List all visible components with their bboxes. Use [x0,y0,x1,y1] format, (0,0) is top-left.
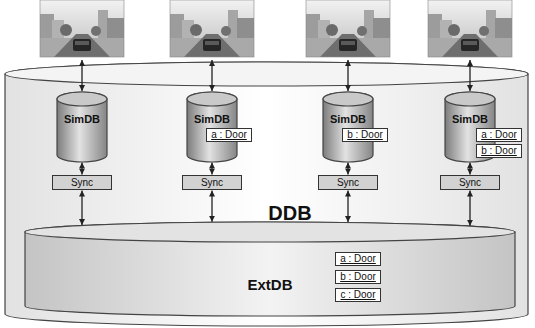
simdb-cylinder: SimDBa : Doorb : Door [445,92,495,162]
sync-connector [211,163,212,175]
sync-label: Sync [337,177,359,189]
cylinder-top [323,92,373,106]
simulator-screenshot [40,0,124,57]
object-label: a : Door [481,129,517,141]
object-label: a : Door [211,129,247,141]
cylinder-top [25,222,515,242]
object-label: b : Door [340,271,376,283]
object-box: a : Door [335,252,381,266]
sync-label: Sync [459,177,481,189]
object-label: b : Door [481,145,517,157]
simulator-screenshot [428,0,512,57]
sync-connector [469,191,470,226]
simdb-cylinder: SimDB [57,92,107,162]
sync-arrow [347,60,348,91]
simdb-cylinder-outline [187,92,237,162]
database-label: DDB [268,202,311,224]
label-holder: ExtDB [247,276,292,294]
sync-connector [347,191,348,223]
sync-connector [81,163,82,175]
object-label: a : Door [340,253,376,265]
object-box: a : Door [206,128,252,142]
simdb-cylinder-outline [323,92,373,162]
database-label: SimDB [194,113,230,125]
object-box: b : Door [342,128,388,142]
label-holder: SimDB [194,109,230,127]
label-holder: SimDB [64,109,100,127]
database-label: SimDB [64,113,100,125]
object-label: c : Door [340,289,375,301]
database-label: ExtDB [247,276,292,293]
sync-box: Sync [318,175,378,190]
cylinder-top [5,62,528,86]
cylinder-top [445,92,495,106]
sync-arrow [81,60,82,91]
simdb-cylinder: SimDBa : Door [187,92,237,162]
sync-box: Sync [182,175,242,190]
sync-arrow [211,60,212,91]
sync-arrow [469,60,470,91]
cylinder-body [57,92,107,162]
cylinder-top [57,92,107,106]
cylinder-body [323,92,373,162]
sync-connector [347,163,348,175]
object-box: a : Door [476,128,522,142]
sync-label: Sync [201,177,223,189]
object-box: b : Door [476,144,522,158]
object-label: b : Door [347,129,383,141]
extdb-cylinder: ExtDB a : Door b : Door c : Door [25,222,515,316]
simdb-cylinder: SimDBb : Door [323,92,373,162]
sync-connector [211,191,212,222]
sync-connector [81,191,82,226]
cylinder-body [5,62,528,326]
extdb-cylinder-outline [25,222,515,316]
database-label: SimDB [330,113,366,125]
database-label: SimDB [452,113,488,125]
sync-box: Sync [440,175,500,190]
simulator-screenshot [306,0,390,57]
simdb-cylinder-outline [57,92,107,162]
sync-connector [469,163,470,175]
ddb-cylinder: DDBSimDBSimDBa : DoorSimDBb : DoorSimDBa… [5,62,528,326]
label-holder: DDB [268,202,311,225]
sync-label: Sync [71,177,93,189]
label-holder: SimDB [452,109,488,127]
cylinder-top [187,92,237,106]
object-box: b : Door [335,270,381,284]
simulator-screenshot [170,0,254,57]
cylinder-body [187,92,237,162]
sync-box: Sync [52,175,112,190]
cylinder-body [25,222,515,316]
object-box: c : Door [335,288,381,302]
label-holder: SimDB [330,109,366,127]
